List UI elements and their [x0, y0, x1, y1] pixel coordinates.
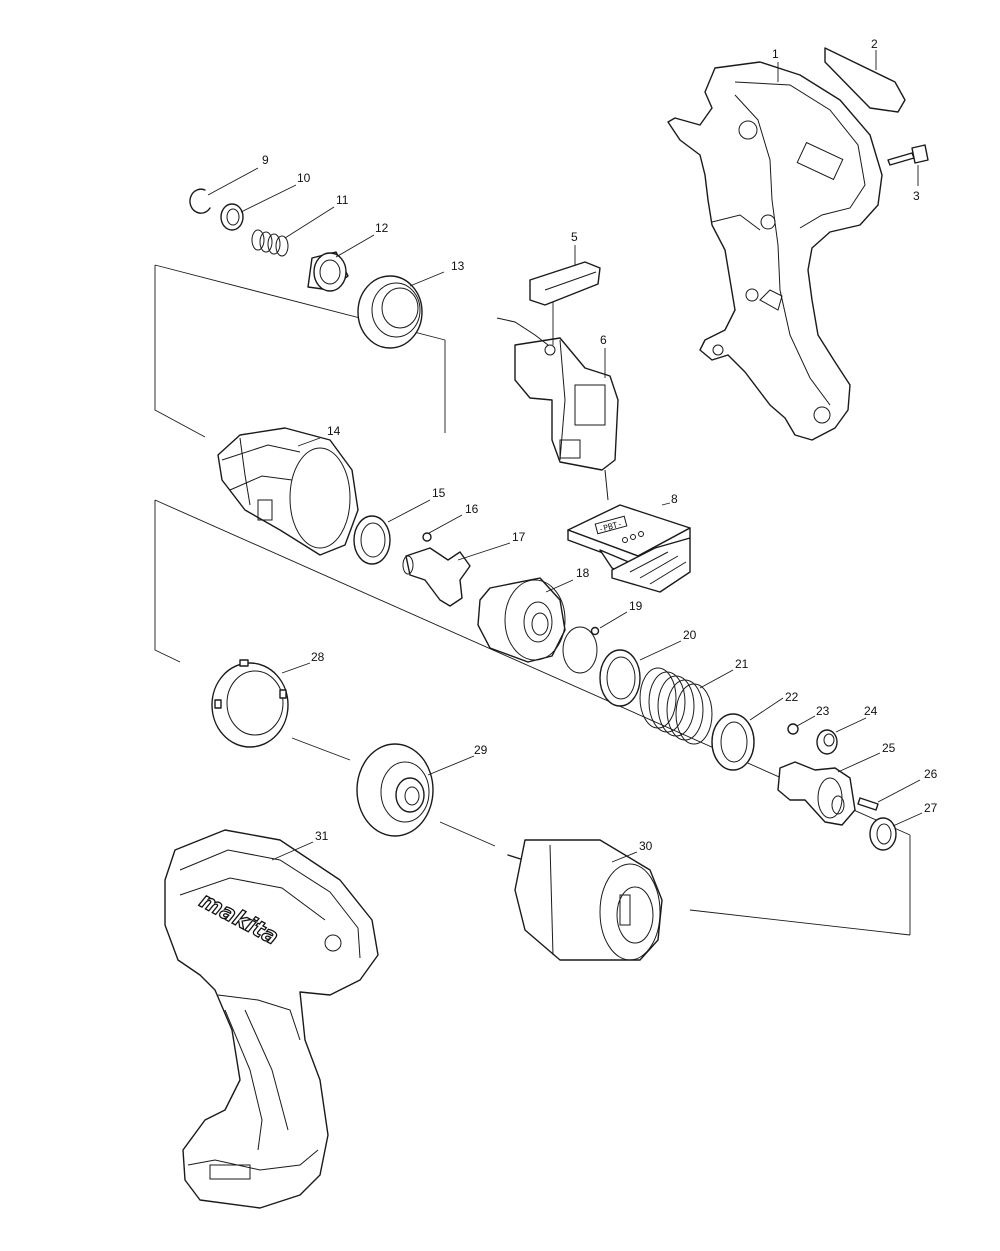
anvil — [402, 547, 471, 607]
housing-half-right — [667, 61, 883, 441]
sleeve — [307, 251, 349, 292]
ring-cap — [357, 275, 423, 349]
steel-ball-23 — [787, 723, 799, 735]
callout-27: 27 — [924, 801, 938, 815]
callout-8: 8 — [671, 492, 678, 506]
steel-ball-16 — [422, 532, 432, 542]
dc-motor — [507, 839, 663, 961]
tapping-screw — [887, 144, 929, 166]
spur-gear — [816, 729, 838, 755]
callout-30: 30 — [639, 839, 653, 853]
callout-12: 12 — [375, 221, 389, 235]
callout-22: 22 — [785, 690, 799, 704]
callout-21: 21 — [735, 657, 749, 671]
callout-labels: 1 2 3 5 6 8 9 10 11 12 13 14 15 16 17 18… — [262, 37, 938, 853]
pin — [857, 797, 879, 811]
gear-housing — [356, 743, 434, 837]
controller-board: -PBT- — [567, 504, 691, 593]
callout-31: 31 — [315, 829, 329, 843]
compression-spring-small — [251, 229, 289, 257]
compression-spring-21 — [639, 667, 713, 745]
callout-3: 3 — [913, 189, 920, 203]
callout-18: 18 — [576, 566, 590, 580]
callout-1: 1 — [772, 47, 779, 61]
callout-28: 28 — [311, 650, 325, 664]
flat-washer-27 — [869, 817, 897, 851]
callout-25: 25 — [882, 741, 896, 755]
nameplate — [824, 47, 906, 113]
callout-10: 10 — [297, 171, 311, 185]
callout-16: 16 — [465, 502, 479, 516]
o-ring-19 — [562, 626, 600, 674]
callout-23: 23 — [816, 704, 830, 718]
callout-14: 14 — [327, 424, 341, 438]
callout-24: 24 — [864, 704, 878, 718]
callout-13: 13 — [451, 259, 465, 273]
hammer-case — [217, 427, 359, 556]
housing-set: makita — [164, 829, 379, 1209]
callout-19: 19 — [629, 599, 643, 613]
flat-washer-15 — [353, 515, 391, 565]
callout-15: 15 — [432, 486, 446, 500]
callout-26: 26 — [924, 767, 938, 781]
callout-6: 6 — [600, 333, 607, 347]
flat-washer-small — [220, 203, 244, 231]
callout-9: 9 — [262, 153, 269, 167]
callout-29: 29 — [474, 743, 488, 757]
switch-lever — [529, 261, 601, 306]
retaining-ring — [189, 188, 211, 214]
callout-5: 5 — [571, 230, 578, 244]
internal-gear — [211, 659, 289, 748]
trigger-switch — [496, 317, 619, 501]
leader-lines — [207, 50, 923, 863]
spindle — [777, 761, 856, 826]
flat-washer-22 — [711, 713, 755, 771]
flat-washer-20 — [599, 649, 641, 707]
callout-2: 2 — [871, 37, 878, 51]
hammer — [477, 577, 566, 663]
callout-11: 11 — [336, 193, 349, 207]
callout-20: 20 — [683, 628, 697, 642]
callout-17: 17 — [512, 530, 526, 544]
